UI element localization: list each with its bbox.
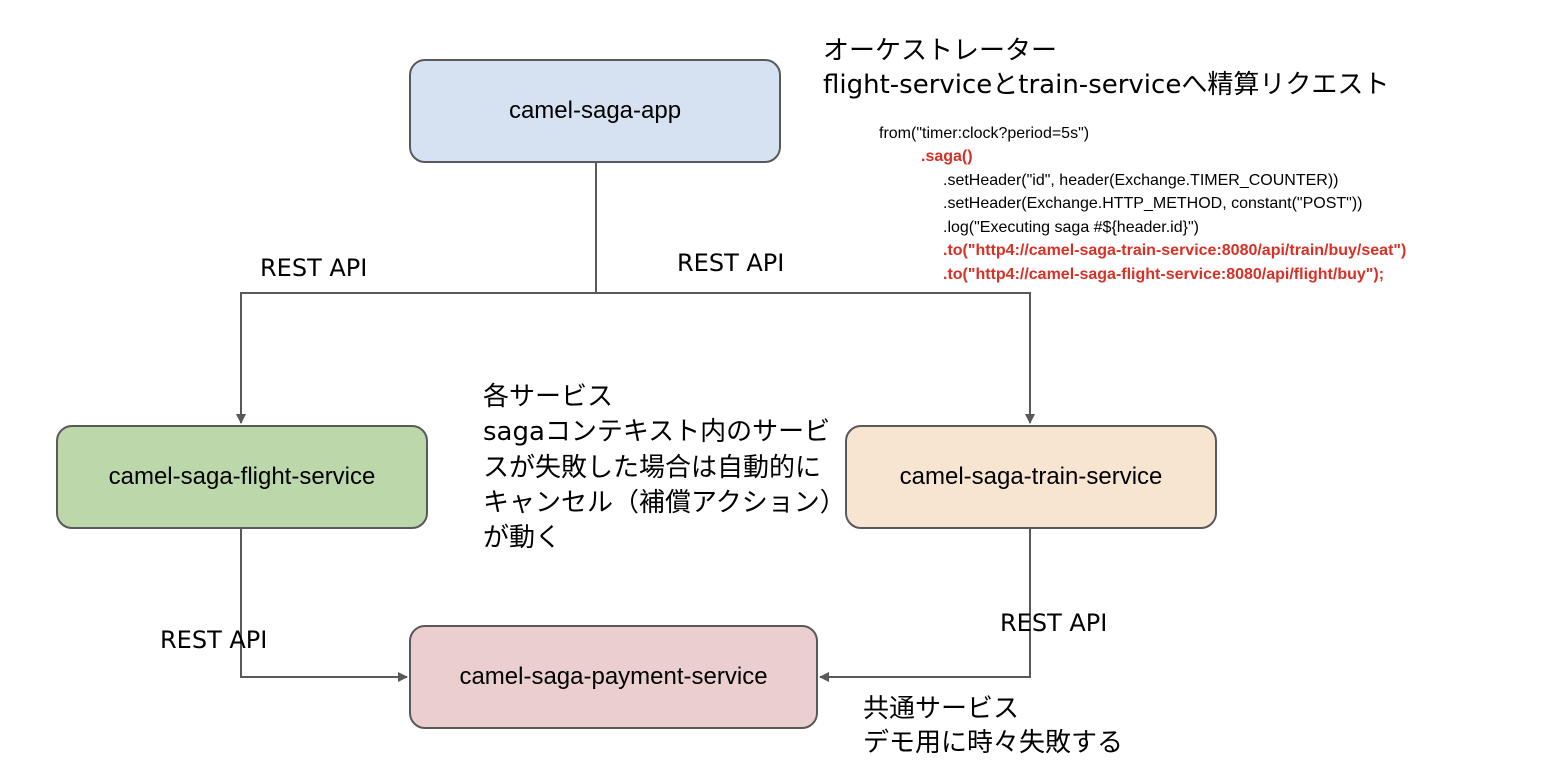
edge-app-to-flight — [236, 292, 596, 424]
edge-train-to-payment — [819, 529, 1031, 682]
node-camel-saga-train-service: camel-saga-train-service — [845, 425, 1217, 529]
payment-note-line-2: デモ用に時々失敗する — [863, 727, 1124, 758]
orchestrator-note-line-2: flight-serviceとtrain-serviceへ精算リクエスト — [823, 69, 1390, 100]
node-camel-saga-flight-service: camel-saga-flight-service — [56, 425, 428, 529]
compensation-note: 各サービス sagaコンテキスト内のサービスが失敗した場合は自動的にキャンセル（… — [483, 382, 833, 554]
code-line-to-train: .to("http4://camel-saga-train-service:80… — [943, 242, 1407, 259]
edge-label-rest-api-bottom-right: REST API — [1000, 609, 1108, 637]
code-line-set-header-method: .setHeader(Exchange.HTTP_METHOD, constan… — [943, 195, 1363, 212]
orchestrator-note: オーケストレーター flight-serviceとtrain-serviceへ精… — [823, 35, 1389, 103]
code-line-from: from("timer:clock?period=5s") — [879, 125, 1090, 142]
node-camel-saga-app: camel-saga-app — [409, 59, 781, 163]
edge-label-rest-api-left: REST API — [260, 254, 368, 282]
payment-note-line-1: 共通サービス — [863, 694, 1020, 724]
edge-flight-to-payment — [240, 529, 408, 682]
code-line-set-header-id: .setHeader("id", header(Exchange.TIMER_C… — [943, 172, 1339, 189]
code-line-to-flight: .to("http4://camel-saga-flight-service:8… — [943, 266, 1385, 283]
orchestrator-note-line-1: オーケストレーター — [823, 36, 1058, 66]
edge-label-rest-api-mid: REST API — [677, 249, 785, 277]
node-camel-saga-payment-service: camel-saga-payment-service — [409, 625, 818, 729]
edge-app-to-train — [596, 292, 1035, 424]
code-line-saga: .saga() — [921, 148, 973, 165]
code-line-log: .log("Executing saga #${header.id}") — [943, 219, 1199, 236]
payment-service-note: 共通サービス デモ用に時々失敗する — [863, 693, 1123, 761]
edge-label-rest-api-bottom-left: REST API — [160, 626, 268, 654]
